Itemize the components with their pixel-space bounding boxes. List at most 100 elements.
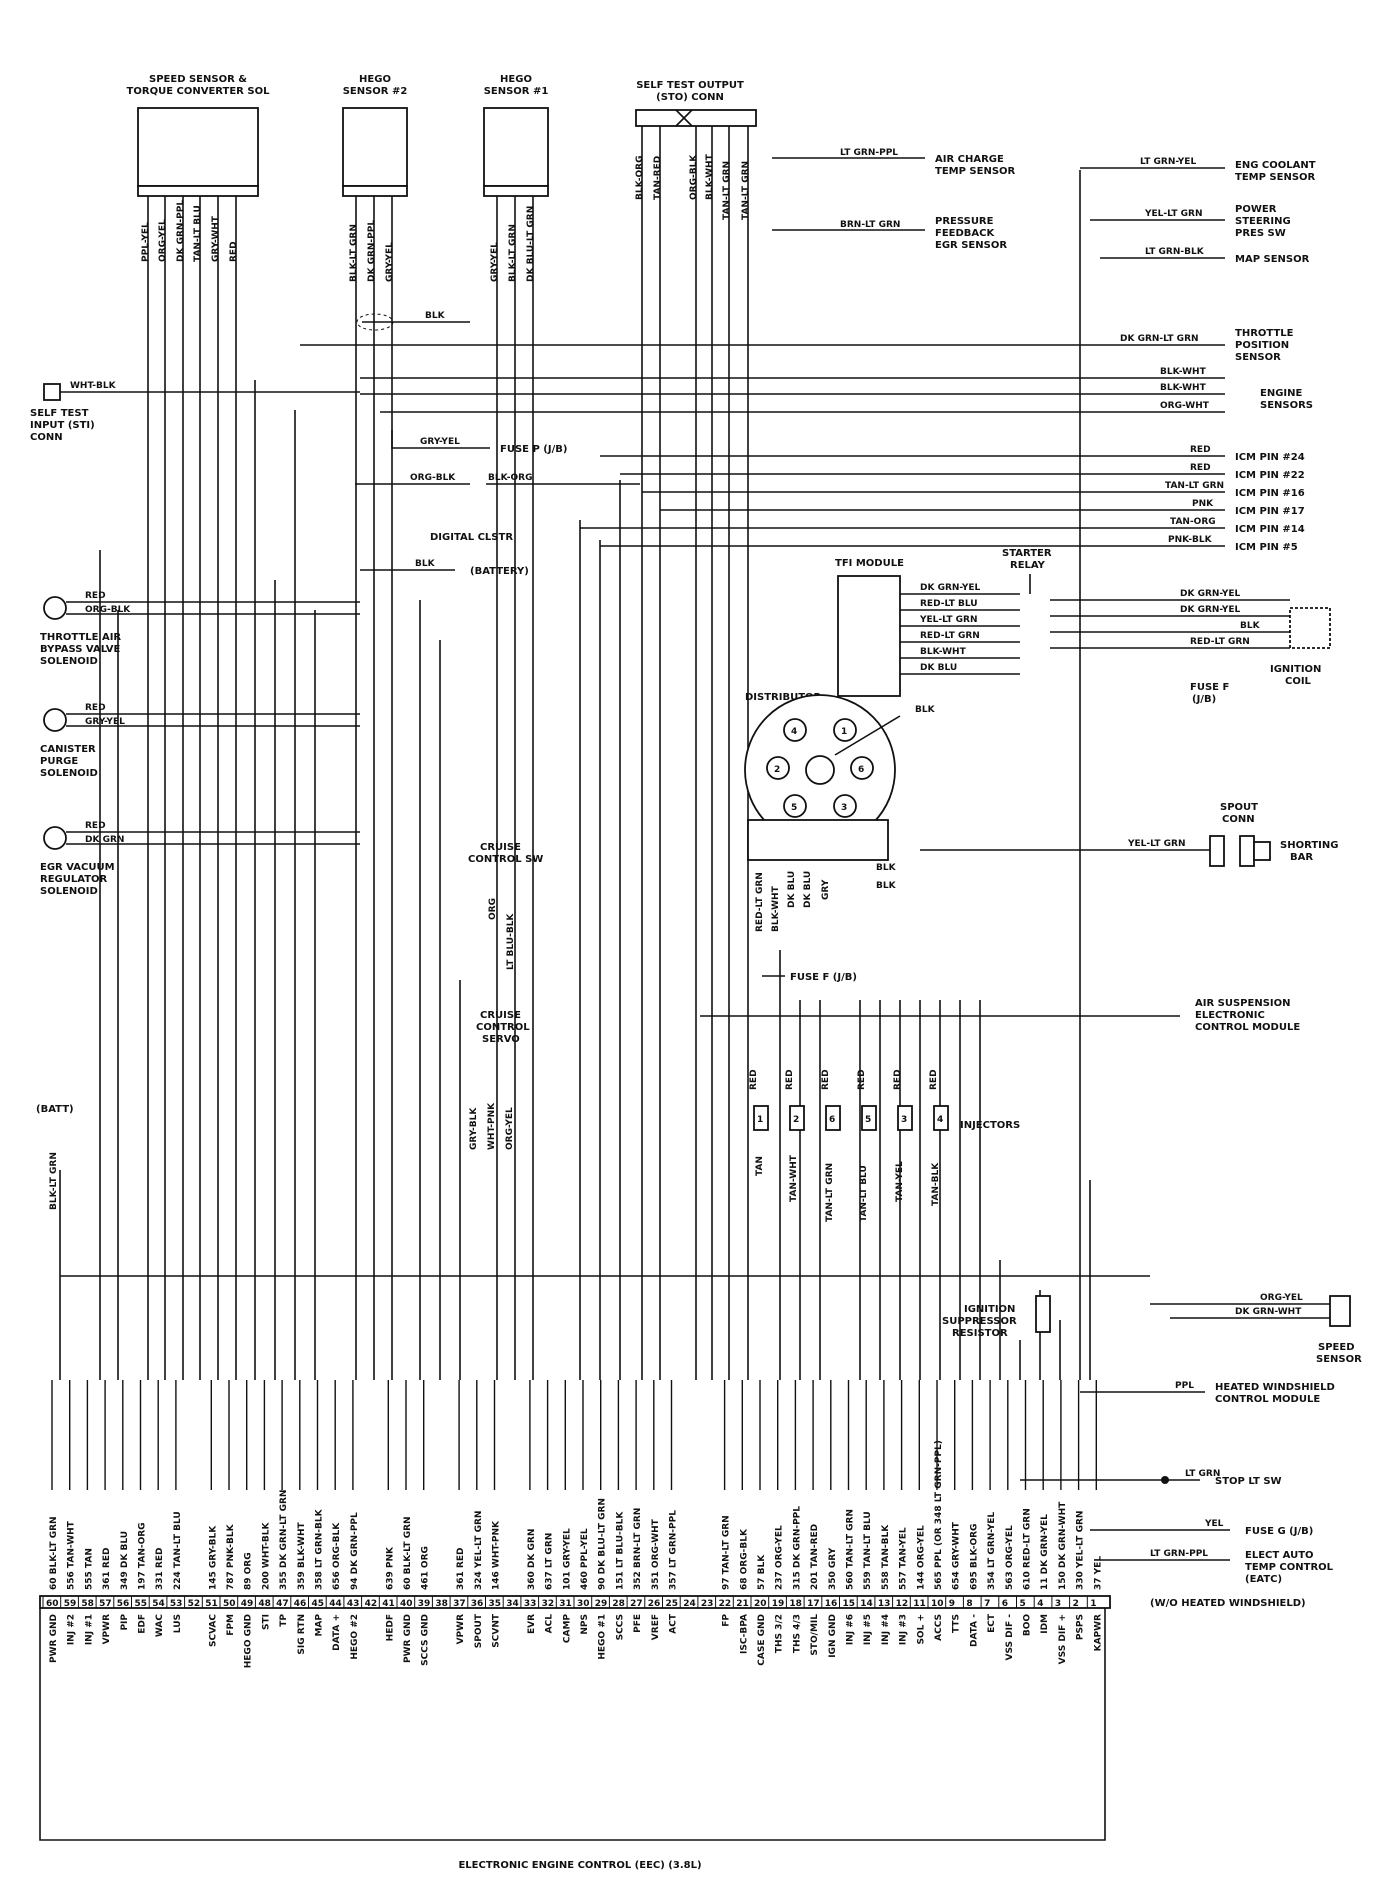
pin-wire-code: 197 TAN-ORG (138, 1522, 148, 1590)
svg-text:SENSOR: SENSOR (1235, 352, 1281, 363)
svg-text:ORG-YEL: ORG-YEL (1260, 1293, 1303, 1303)
speed-sensor: ORG-YEL DK GRN-WHT SPEED SENSOR (1150, 1293, 1362, 1365)
svg-text:RED: RED (785, 1069, 795, 1090)
svg-text:SELF TEST: SELF TEST (30, 408, 89, 419)
svg-text:GRY-YEL: GRY-YEL (85, 717, 125, 727)
pin-number: 3 (1055, 1599, 1061, 1609)
pin-function: DATA - (969, 1614, 979, 1647)
pin-number: 17 (807, 1599, 820, 1609)
svg-text:2: 2 (774, 765, 780, 775)
pin-number: 30 (577, 1599, 590, 1609)
pin-number: 42 (365, 1599, 378, 1609)
pin-number: 1 (1090, 1599, 1096, 1609)
svg-text:SENSOR #2: SENSOR #2 (343, 86, 408, 97)
svg-text:(EATC): (EATC) (1245, 1574, 1282, 1585)
pin-number: 19 (772, 1599, 785, 1609)
svg-text:LT GRN-YEL: LT GRN-YEL (1140, 157, 1196, 167)
svg-text:HEGO: HEGO (359, 74, 391, 85)
pin-wire-code: 357 LT GRN-PPL (669, 1510, 679, 1590)
right-side-connections: LT GRN-PPL AIR CHARGE TEMP SENSOR BRN-LT… (300, 148, 1316, 413)
svg-text:ICM PIN #16: ICM PIN #16 (1235, 488, 1305, 499)
pin-number: 10 (931, 1599, 944, 1609)
svg-text:REGULATOR: REGULATOR (40, 874, 108, 885)
svg-text:RED: RED (929, 1069, 939, 1090)
pin-function: HEGO GND (244, 1614, 254, 1668)
stop-light-switch: LT GRN STOP LT SW (1020, 1469, 1282, 1487)
pin-wire-code: 331 RED (155, 1548, 165, 1590)
pin-function: IDM (1040, 1614, 1050, 1634)
svg-text:PRES SW: PRES SW (1235, 228, 1286, 239)
svg-text:SUPPRESSOR: SUPPRESSOR (942, 1316, 1017, 1327)
pin-wire-code: 355 DK GRN-LT GRN (279, 1490, 289, 1590)
svg-text:INJECTORS: INJECTORS (960, 1120, 1020, 1131)
svg-text:ICM PIN #17: ICM PIN #17 (1235, 506, 1305, 517)
pin-function: ACT (669, 1613, 679, 1634)
pin-wire-code: 559 TAN-LT BLU (863, 1511, 873, 1590)
pin-number: 5 (1020, 1599, 1026, 1609)
pin-wire-code: 563 ORG-YEL (1005, 1525, 1015, 1590)
svg-text:DIGITAL CLSTR: DIGITAL CLSTR (430, 532, 513, 543)
pin-number: 48 (258, 1599, 271, 1609)
pin-number: 58 (81, 1599, 94, 1609)
svg-text:3: 3 (901, 1115, 907, 1125)
self-test-input: WHT-BLK SELF TEST INPUT (STI) CONN (30, 381, 360, 443)
svg-text:EGR VACUUM: EGR VACUUM (40, 862, 115, 873)
pin-wire-code: 555 TAN (84, 1548, 94, 1590)
svg-text:TAN-YEL: TAN-YEL (895, 1161, 905, 1202)
pin-wire-code: 361 RED (102, 1548, 112, 1590)
svg-text:GRY-WHT: GRY-WHT (211, 215, 221, 262)
ignition-coil: DK GRN-YEL DK GRN-YEL BLK RED-LT GRN IGN… (1050, 589, 1331, 687)
pin-number: 14 (860, 1599, 873, 1609)
svg-text:4: 4 (937, 1115, 943, 1125)
eec-pin-52: 52 (184, 1596, 200, 1609)
pin-number: 13 (878, 1599, 891, 1609)
pin-wire-code: 637 LT GRN (545, 1533, 555, 1590)
svg-text:SENSORS: SENSORS (1260, 400, 1313, 411)
pin-number: 33 (524, 1599, 537, 1609)
pin-wire-code: 358 LT GRN-BLK (315, 1508, 325, 1590)
pin-number: 2 (1073, 1599, 1079, 1609)
pin-wire-code: 556 TAN-WHT (67, 1520, 77, 1590)
pin-number: 12 (896, 1599, 909, 1609)
pin-function: SOL + (916, 1614, 926, 1645)
svg-text:TORQUE CONVERTER SOL: TORQUE CONVERTER SOL (127, 86, 271, 97)
pin-function: LUS (173, 1614, 183, 1633)
pin-function: INJ #2 (67, 1614, 77, 1645)
svg-text:STOP LT SW: STOP LT SW (1215, 1476, 1282, 1487)
pin-function: SIG RTN (297, 1614, 307, 1655)
pin-number: 21 (736, 1599, 749, 1609)
pin-wire-code: 145 GRY-BLK (208, 1525, 218, 1590)
pin-wire-code: 200 WHT-BLK (261, 1521, 271, 1590)
pin-number: 6 (1002, 1599, 1008, 1609)
svg-text:BLK: BLK (876, 863, 897, 873)
fuse-p: GRY-YEL FUSE P (J/B) (391, 430, 567, 455)
svg-text:TAN-LT BLU: TAN-LT BLU (193, 205, 203, 262)
svg-text:6: 6 (829, 1115, 835, 1125)
svg-text:AIR CHARGE: AIR CHARGE (935, 154, 1004, 165)
svg-text:YEL-LT GRN: YEL-LT GRN (1144, 209, 1203, 219)
svg-text:POWER: POWER (1235, 204, 1277, 215)
pin-wire-code: 144 ORG-YEL (916, 1525, 926, 1590)
svg-text:PURGE: PURGE (40, 756, 78, 767)
svg-text:DK GRN-YEL: DK GRN-YEL (1180, 605, 1241, 615)
pin-wire-code: 97 TAN-LT GRN (722, 1515, 732, 1590)
svg-text:BLK-WHT: BLK-WHT (920, 647, 967, 657)
hego-ground: BLK (356, 311, 470, 331)
pin-function: SCVNT (492, 1613, 502, 1648)
svg-text:DK GRN-WHT: DK GRN-WHT (1235, 1307, 1302, 1317)
cruise-control-switch: CRUISE CONTROL SW ORG LT BLU-BLK (468, 842, 543, 970)
pin-function: DATA + (332, 1614, 342, 1651)
